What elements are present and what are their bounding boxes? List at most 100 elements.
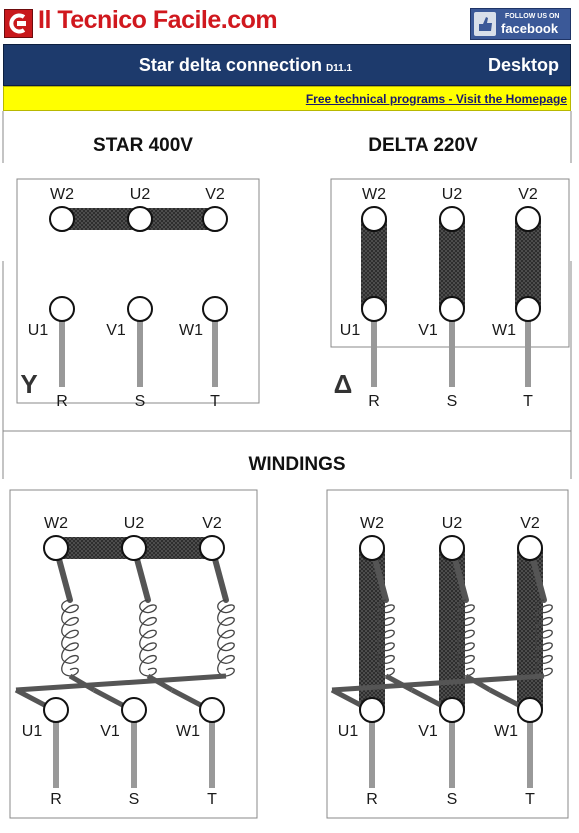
line-label-t: T: [210, 393, 220, 410]
winding-terminal-w2: [359, 535, 385, 561]
winding-line-label-s: S: [129, 791, 140, 808]
facebook-follow-label: FOLLOW US ON: [505, 13, 560, 20]
winding-label-v1: V1: [418, 723, 438, 740]
delta-bridge-2: [439, 219, 465, 309]
winding-cross-1: [384, 673, 414, 693]
winding-coil-2: [139, 599, 157, 677]
terminal-v1: [439, 296, 465, 322]
winding-terminal-v2: [517, 535, 543, 561]
terminal-w2: [49, 206, 75, 232]
winding-terminal-w1: [199, 697, 225, 723]
winding-line-label-r: R: [366, 791, 378, 808]
supply-wire-s: [137, 321, 143, 387]
star-symbol-icon: Y: [20, 369, 37, 399]
site-name[interactable]: Il Tecnico Facile.com: [38, 6, 278, 34]
facebook-brand-label: facebook: [501, 21, 559, 36]
winding-terminal-w1: [517, 697, 543, 723]
terminal-v2: [202, 206, 228, 232]
terminal-label-u2: U2: [442, 186, 463, 203]
terminal-label-w1: W1: [492, 322, 516, 339]
winding-wire-r: [53, 722, 59, 788]
terminal-u2: [439, 206, 465, 232]
winding-label-w2: W2: [360, 515, 384, 532]
winding-label-v2: V2: [520, 515, 540, 532]
winding-cross-3: [15, 673, 227, 693]
winding-line-label-t: T: [525, 791, 535, 808]
terminal-label-w2: W2: [362, 186, 386, 203]
terminal-u1: [361, 296, 387, 322]
winding-label-w1: W1: [176, 723, 200, 740]
supply-wire-t: [212, 321, 218, 387]
winding-line-label-t: T: [207, 791, 217, 808]
desktop-link[interactable]: Desktop: [488, 55, 560, 75]
winding-label-u1: U1: [22, 723, 43, 740]
homepage-link[interactable]: Free technical programs - Visit the Home…: [305, 92, 567, 106]
terminal-w1: [202, 296, 228, 322]
winding-terminal-v1: [121, 697, 147, 723]
winding-coil-3: [535, 599, 553, 677]
site-logo-icon[interactable]: [4, 9, 33, 38]
page-code: D11.1: [325, 63, 353, 74]
line-label-r: R: [368, 393, 380, 410]
winding-wire-r: [369, 722, 375, 788]
supply-wire-r: [59, 321, 65, 387]
terminal-w1: [515, 296, 541, 322]
promo-banner: Free technical programs - Visit the Home…: [3, 86, 571, 111]
terminal-label-v2: V2: [518, 186, 538, 203]
winding-terminal-v1: [439, 697, 465, 723]
winding-cross-3: [331, 673, 545, 693]
terminal-v2: [515, 206, 541, 232]
winding-coil-2: [457, 599, 475, 677]
supply-wire-r: [371, 321, 377, 387]
winding-line-label-r: R: [50, 791, 62, 808]
supply-wire-t: [525, 321, 531, 387]
logo-glyph-icon: [9, 13, 26, 34]
winding-label-w1: W1: [494, 723, 518, 740]
winding-label-v1: V1: [100, 723, 120, 740]
terminal-label-u1: U1: [28, 322, 49, 339]
site-header: Il Tecnico Facile.com FOLLOW US ON faceb…: [0, 0, 579, 44]
line-label-t: T: [523, 393, 533, 410]
terminal-label-v1: V1: [106, 322, 126, 339]
winding-terminal-u2: [121, 535, 147, 561]
winding-wire-s: [449, 722, 455, 788]
terminal-label-u2: U2: [130, 186, 151, 203]
terminal-label-w2: W2: [50, 186, 74, 203]
winding-cross-2: [146, 673, 174, 693]
winding-coil-1: [377, 599, 395, 677]
winding-terminal-u1: [43, 697, 69, 723]
terminal-label-v1: V1: [418, 322, 438, 339]
terminal-w2: [361, 206, 387, 232]
line-label-s: S: [447, 393, 458, 410]
terminal-label-u1: U1: [340, 322, 361, 339]
winding-coil-3: [217, 599, 235, 677]
section-dividers: [2, 111, 572, 479]
winding-cross-1: [68, 673, 96, 693]
winding-terminal-v2: [199, 535, 225, 561]
facebook-follow-button[interactable]: FOLLOW US ON facebook: [470, 8, 571, 40]
winding-line-label-s: S: [447, 791, 458, 808]
winding-terminal-w2: [43, 535, 69, 561]
winding-cross-2: [464, 673, 492, 693]
winding-terminal-u1: [359, 697, 385, 723]
terminal-u1: [49, 296, 75, 322]
winding-label-u2: U2: [124, 515, 145, 532]
line-label-s: S: [135, 393, 146, 410]
winding-label-v2: V2: [202, 515, 222, 532]
winding-label-u1: U1: [338, 723, 359, 740]
terminal-label-w1: W1: [179, 322, 203, 339]
terminal-u2: [127, 206, 153, 232]
winding-label-w2: W2: [44, 515, 68, 532]
winding-wire-s: [131, 722, 137, 788]
winding-coil-1: [61, 599, 79, 677]
page-title-text: Star delta connection: [138, 55, 322, 75]
supply-wire-s: [449, 321, 455, 387]
thumbs-up-icon: [474, 12, 496, 36]
terminal-v1: [127, 296, 153, 322]
winding-wire-t: [527, 722, 533, 788]
